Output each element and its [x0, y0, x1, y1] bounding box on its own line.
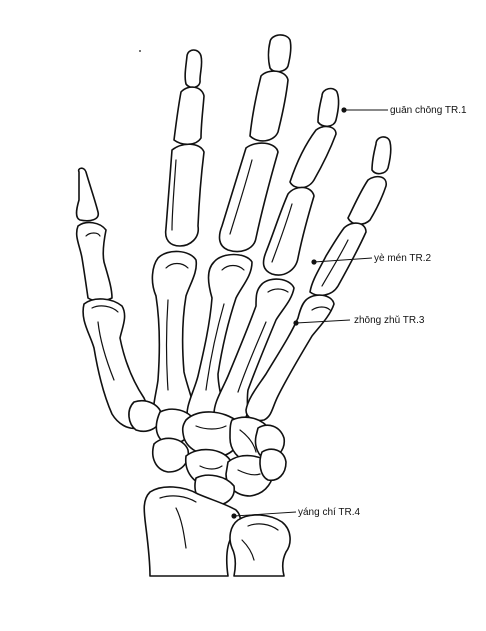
carpal-bones: [128, 400, 287, 507]
acupoint-tr4: yáng chí TR.4: [231, 507, 361, 519]
middle-finger-bones: [186, 34, 292, 429]
acupoint-tr2: yè mén TR.2: [311, 253, 431, 265]
acupoint-tr3: zhōng zhǔ TR.3: [293, 315, 425, 326]
thumb-bones: [75, 167, 149, 430]
acupoint-label-tr1: guān chōng TR.1: [390, 105, 467, 116]
acupoint-label-tr2: yè mén TR.2: [374, 253, 431, 264]
index-finger-bones: [151, 49, 205, 428]
ring-finger-bones: [213, 87, 340, 424]
acupoint-tr1: guān chōng TR.1: [341, 105, 467, 116]
acupoint-label-tr3: zhōng zhǔ TR.3: [354, 315, 425, 326]
stray-dot: [139, 50, 141, 52]
forearm-bones: [143, 486, 291, 577]
little-finger-bones: [245, 136, 392, 422]
acupoint-label-tr4: yáng chí TR.4: [298, 507, 361, 518]
